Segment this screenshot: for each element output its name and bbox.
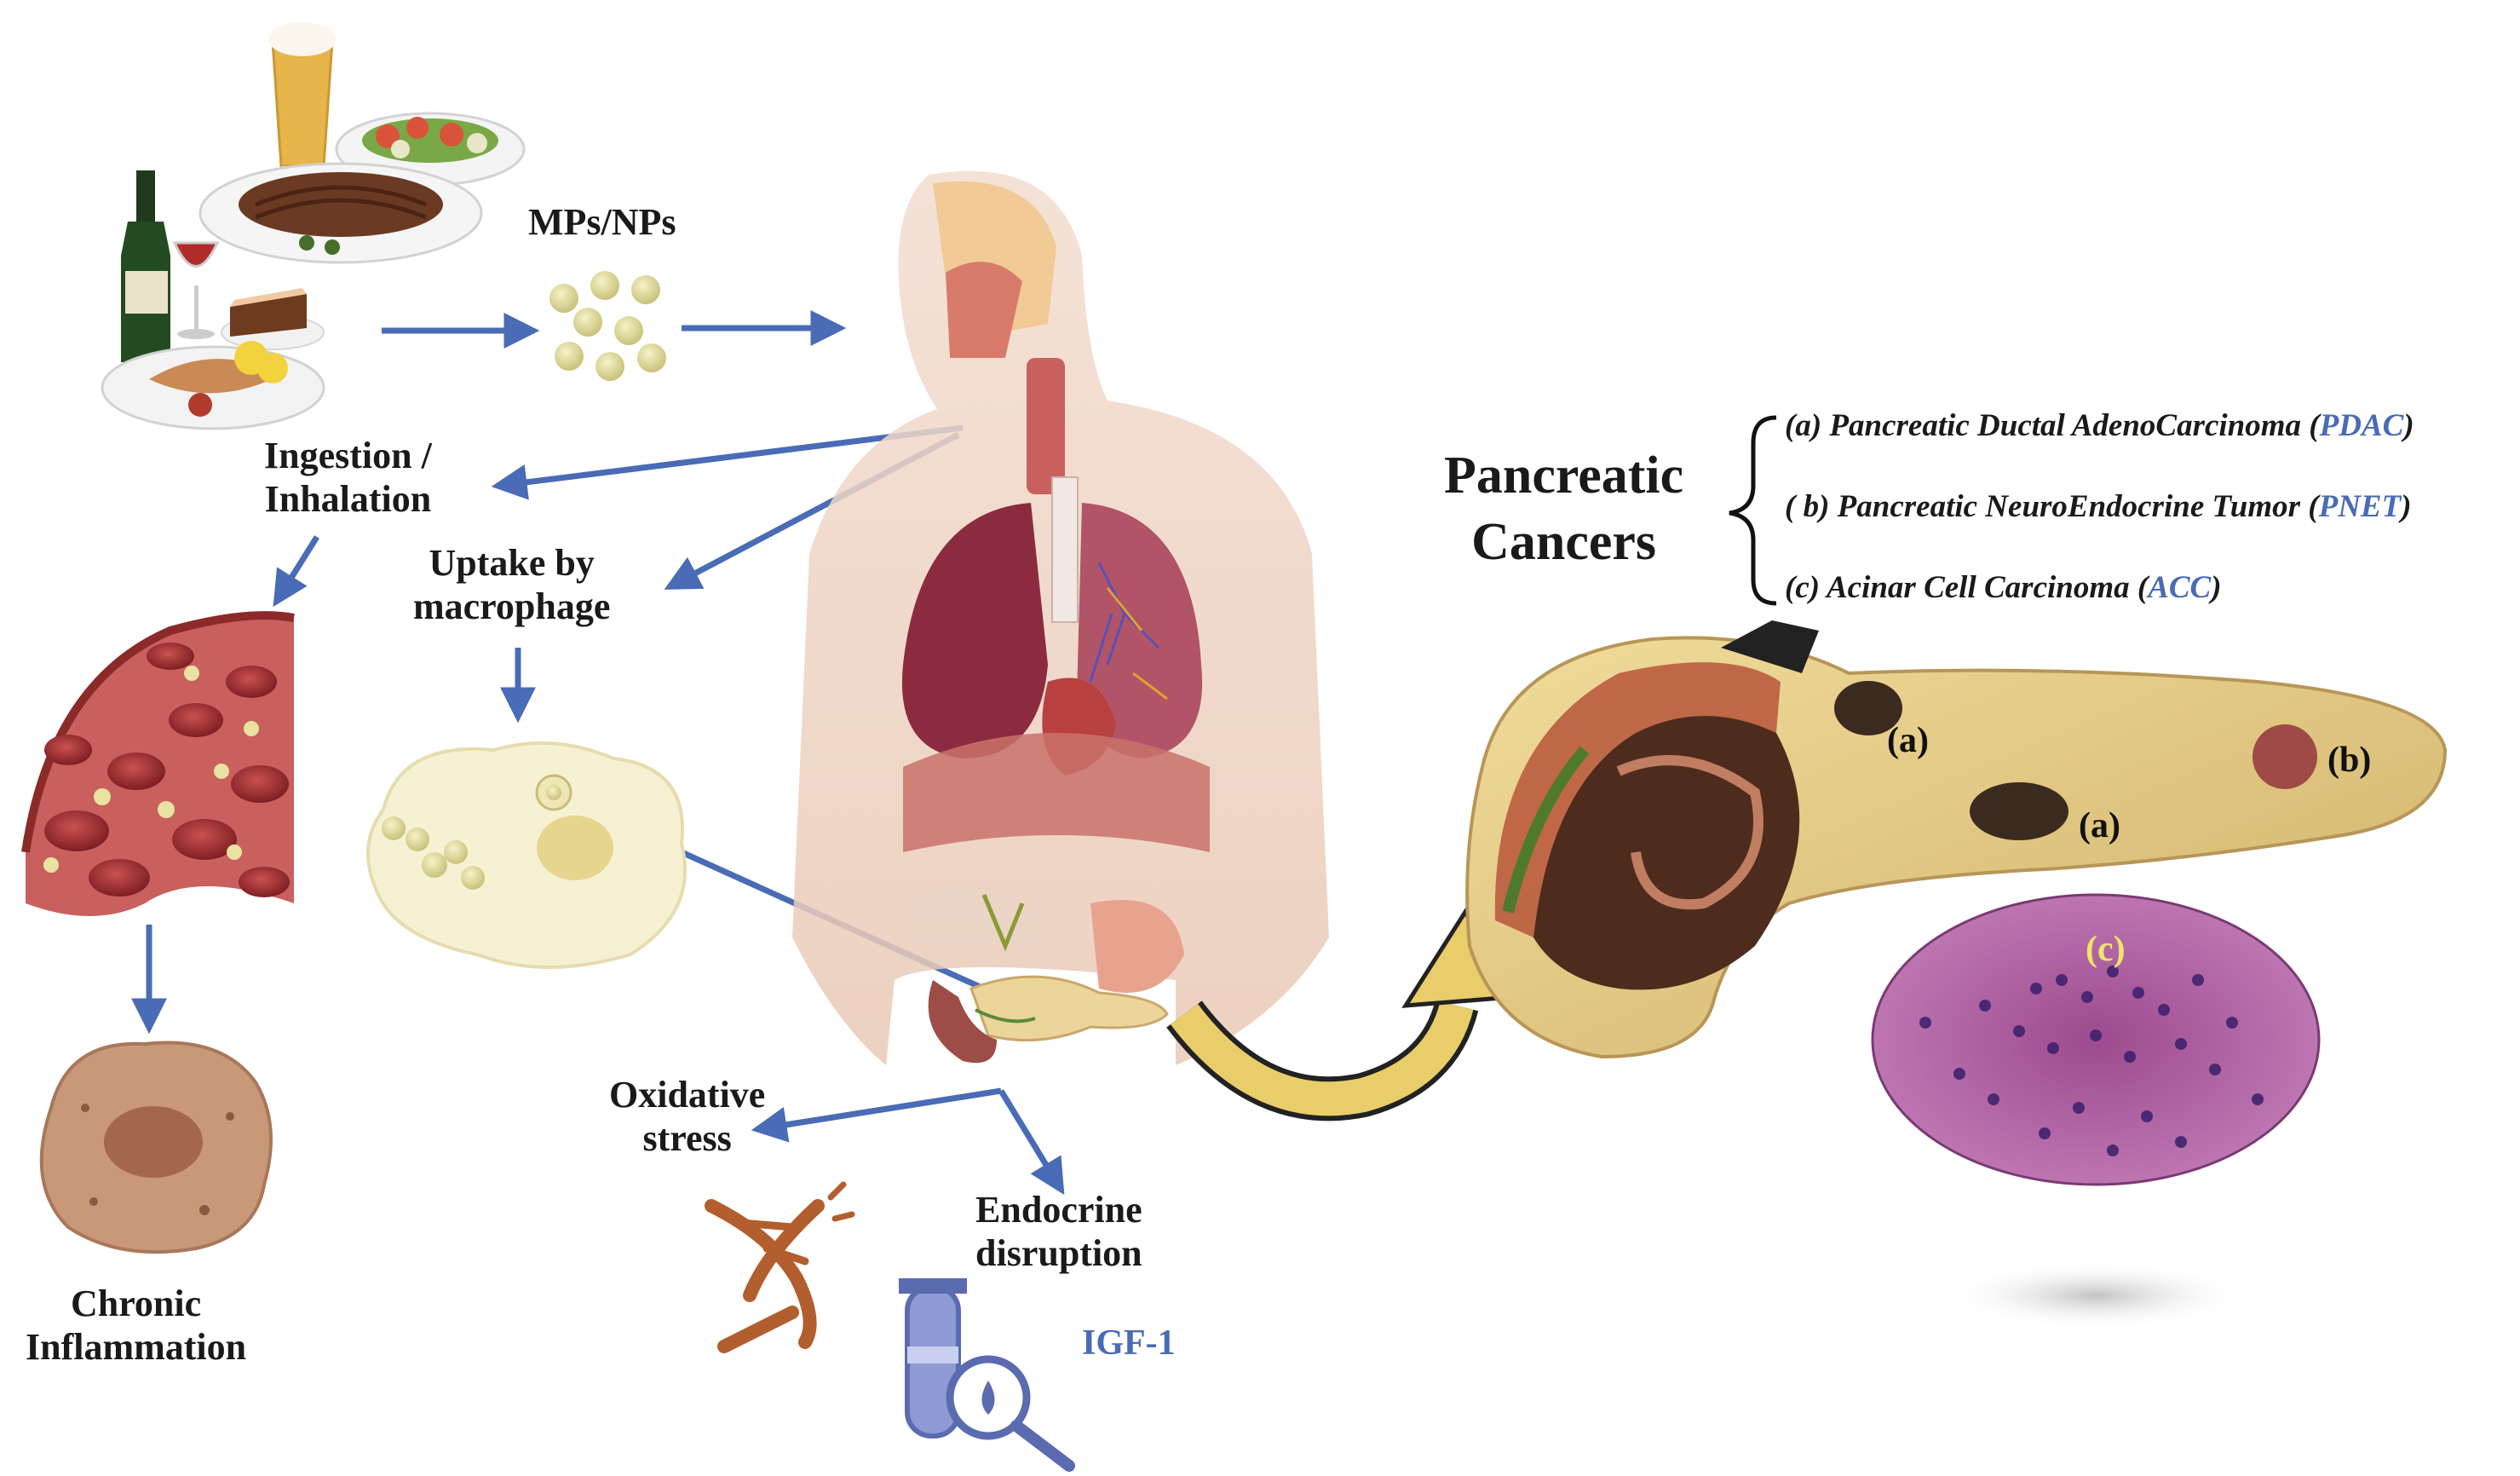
- igf-label: IGF-1: [1082, 1323, 1176, 1363]
- endocrine-disruption-label: Endocrine disruption: [975, 1189, 1142, 1275]
- tumor-label-c: (c): [2086, 930, 2126, 969]
- legend-brace: [1729, 415, 1777, 606]
- legend-marker: (c): [1785, 570, 1821, 605]
- uptake-line2: macrophage: [413, 585, 611, 627]
- dna-icon: [705, 1181, 855, 1353]
- legend-item-pnet: ( b) Pancreatic NeuroEndocrine Tumor (PN…: [1785, 489, 2412, 524]
- ingestion-inhalation-label: Ingestion / Inhalation: [264, 435, 432, 521]
- legend-item-pdac: (a) Pancreatic Ductal AdenoCarcinoma (PD…: [1785, 408, 2414, 443]
- wine-icon: [121, 170, 220, 362]
- chronic-line1: Chronic: [70, 1283, 202, 1324]
- blood-vessel-icon: [21, 611, 295, 916]
- ingestion-line2: Inhalation: [264, 477, 432, 520]
- beer-icon: [268, 22, 337, 176]
- tumor-label-a2: (a): [2079, 806, 2120, 845]
- test-tube-magnifier-icon: [899, 1278, 1075, 1472]
- pancreatic-title-line2: Cancers: [1471, 512, 1657, 571]
- tumor-label-a1: (a): [1887, 721, 1929, 760]
- histology-icon: [1871, 893, 2321, 1186]
- pancreatic-cancers-title: Pancreatic Cancers: [1444, 443, 1683, 575]
- body-anatomy-icon: [792, 170, 1329, 1065]
- ingestion-line1: Ingestion /: [264, 435, 432, 476]
- legend-abbr: ACC: [2148, 570, 2212, 605]
- legend-name: Pancreatic Ductal AdenoCarcinoma: [1829, 408, 2302, 443]
- oxidative-stress-label: Oxidative stress: [609, 1074, 765, 1160]
- legend-item-acc: (c) Acinar Cell Carcinoma (ACC): [1785, 570, 2222, 605]
- chronic-inflammation-label: Chronic Inflammation: [26, 1283, 246, 1369]
- particles-label: MPs/NPs: [528, 201, 676, 243]
- uptake-macrophage-label: Uptake by macrophage: [413, 542, 610, 628]
- legend-abbr: PNET: [2318, 489, 2402, 524]
- oxidative-line1: Oxidative: [609, 1074, 766, 1116]
- oxidative-line2: stress: [642, 1116, 732, 1159]
- chronic-line2: Inflammation: [26, 1325, 247, 1368]
- legend-name: Acinar Cell Carcinoma: [1826, 570, 2130, 605]
- particles-icon: [549, 271, 666, 381]
- macrophage-icon: [366, 741, 687, 969]
- legend-marker: ( b): [1785, 489, 1830, 524]
- legend-name: Pancreatic NeuroEndocrine Tumor: [1837, 489, 2301, 524]
- legend-marker: (a): [1785, 408, 1822, 443]
- legend-abbr: PDAC: [2319, 408, 2404, 443]
- tumor-label-b: (b): [2327, 741, 2372, 780]
- pancreas-small-icon: [928, 975, 1169, 1064]
- pancreatic-title-line1: Pancreatic: [1444, 447, 1684, 504]
- endocrine-line1: Endocrine: [975, 1189, 1142, 1231]
- pancreas-icon: [1465, 620, 2448, 1329]
- inflamed-cell-icon: [39, 1041, 273, 1254]
- uptake-line1: Uptake by: [429, 542, 595, 584]
- food-icon: [101, 22, 526, 430]
- endocrine-line2: disruption: [975, 1231, 1142, 1274]
